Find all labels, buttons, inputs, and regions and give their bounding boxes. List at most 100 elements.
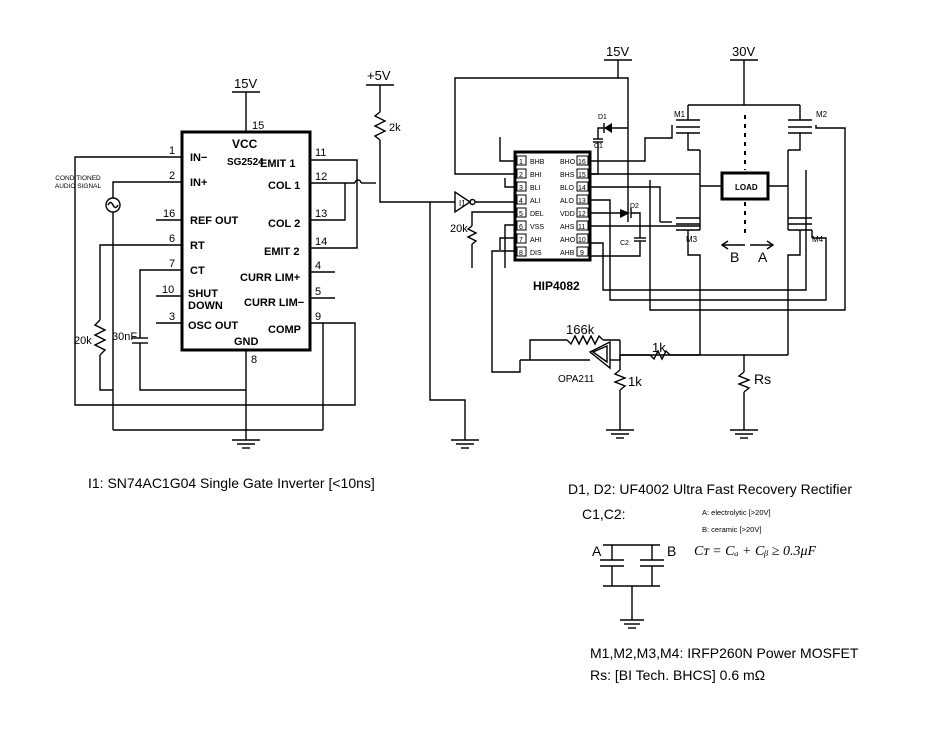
label-inverter: I1 (459, 199, 466, 208)
label-cap-a: A (592, 543, 602, 559)
sg-right-pin-label: CURR LIM− (244, 297, 304, 309)
svg-text:1: 1 (519, 159, 523, 166)
svg-text:15: 15 (578, 172, 586, 179)
svg-text:2: 2 (519, 172, 523, 179)
svg-text:BLI: BLI (530, 185, 541, 192)
label-load: LOAD (735, 183, 758, 192)
svg-text:16: 16 (578, 159, 586, 166)
svg-text:5: 5 (519, 211, 523, 218)
label-r-20k-b: 20k (450, 223, 468, 235)
sg-right-pin-label: CURR LIM+ (240, 272, 300, 284)
sg-vcc-label: VCC (232, 137, 258, 151)
sg-left-pin-label: OSC OUT (188, 320, 238, 332)
sg-left-pin-label: RT (190, 240, 205, 252)
svg-text:VDD: VDD (560, 211, 575, 218)
resistor-166k (566, 334, 604, 346)
svg-text:ALI: ALI (530, 198, 541, 205)
label-r-2k: 2k (389, 122, 401, 134)
diode-d1 (604, 123, 612, 133)
sg-pin-top: 15 (252, 120, 264, 132)
sg-right-pin-label: EMIT 2 (264, 246, 299, 258)
label-r-1k-b: 1k (628, 374, 642, 389)
sg-right-pin-label: COL 1 (268, 180, 300, 192)
sg-right-pin-num: 9 (315, 311, 321, 323)
sg-right-pin-num: 4 (315, 260, 321, 272)
logic-input-stage: +5V 2k I1 (366, 68, 515, 449)
note-rs: Rs: [BI Tech. BHCS] 0.6 mΩ (590, 667, 766, 683)
svg-text:AHB: AHB (560, 250, 575, 257)
label-m3: M3 (686, 235, 698, 244)
label-hip-supply: 15V (606, 44, 629, 59)
label-opamp: OPA211 (558, 374, 595, 385)
svg-text:BHS: BHS (560, 172, 575, 179)
svg-text:7: 7 (519, 237, 523, 244)
note-mosfets: M1,M2,M3,M4: IRFP260N Power MOSFET (590, 645, 859, 661)
sg-right-pin-label: EMIT 1 (260, 158, 295, 170)
sg-right-pin-num: 14 (315, 236, 327, 248)
sg2524-body (180, 130, 312, 352)
sg-left-pin-num: 2 (169, 170, 175, 182)
sg-vcc-supply: 15V (234, 76, 257, 91)
note-caps: C1,C2: (582, 506, 626, 522)
hip-name: HIP4082 (533, 279, 580, 293)
sg-right-pin-num: 13 (315, 208, 327, 220)
sg-left-pins: 1 IN− 2 IN+ 16 REF OUT 6 RT 7 CT 10 SHUT… (156, 145, 239, 332)
sg-right-pin-num: 12 (315, 171, 327, 183)
label-m4: M4 (812, 235, 824, 244)
svg-text:DEL: DEL (530, 211, 544, 218)
label-c-30nf: 30nF (112, 331, 137, 343)
note-cap-b: B: ceramic [>20V] (702, 525, 762, 534)
resistor-20k-del (466, 225, 478, 245)
hip-left-wiring: 20k (450, 60, 619, 373)
sg-pin-bottom: 8 (251, 354, 257, 366)
sg-left-pin-num: 7 (169, 258, 175, 270)
sg-left-wiring: 20k 30nF CONDITIONED AUDIO SIGNAL (54, 156, 356, 449)
sg-left-pin-label: SHUT DOWN (188, 288, 223, 312)
svg-text:6: 6 (519, 224, 523, 231)
resistor-rs (737, 371, 751, 393)
hip-right-wiring (590, 127, 846, 311)
label-rs: Rs (754, 371, 771, 387)
h-bridge: 30V M1 M2 LOAD M3 (620, 44, 830, 439)
sg-left-pin-label: REF OUT (190, 215, 239, 227)
label-audio-signal: CONDITIONED AUDIO SIGNAL (54, 175, 102, 190)
load-box (720, 171, 770, 201)
svg-text:3: 3 (519, 185, 523, 192)
label-r-20k-a: 20k (74, 335, 92, 347)
svg-text:4: 4 (519, 198, 523, 205)
sg-left-pin-num: 6 (169, 233, 175, 245)
svg-text:9: 9 (580, 250, 584, 257)
cap-ab-diagram: A B (592, 543, 676, 629)
label-cap-b: B (667, 543, 676, 559)
sg-left-pin-num: 10 (162, 284, 174, 296)
sg-right-pins: 11 EMIT 1 12 COL 1 13 COL 2 14 EMIT 2 4 … (240, 147, 335, 336)
diode-d2 (620, 209, 630, 218)
label-m1: M1 (674, 110, 686, 119)
svg-text:12: 12 (578, 211, 586, 218)
resistor-2k (373, 111, 387, 141)
label-bus-supply: 30V (732, 44, 755, 59)
svg-text:8: 8 (519, 250, 523, 257)
label-d2: D2 (630, 203, 639, 210)
sg-right-pin-num: 5 (315, 286, 321, 298)
svg-text:ALO: ALO (560, 198, 575, 205)
sg2524-chip: 15V 15 VCC SG2524 GND 8 1 IN− 2 IN+ 16 R… (156, 76, 335, 440)
svg-text:AHO: AHO (560, 237, 576, 244)
sg-name: SG2524 (227, 157, 264, 168)
sg-right-pin-label: COL 2 (268, 218, 300, 230)
note-formula: Cᴛ = Cₐ + Cᵦ ≥ 0.3μF (694, 544, 817, 559)
svg-text:AHI: AHI (530, 237, 542, 244)
sg-right-pin-num: 11 (315, 147, 326, 159)
resistor-20k-rt (93, 319, 107, 356)
label-r-166k: 166k (566, 322, 595, 337)
label-dir-a: A (758, 249, 768, 265)
sg-left-pin-label: IN+ (190, 177, 207, 189)
label-r-1k-a: 1k (652, 340, 666, 355)
sg-left-pin-label: IN− (190, 152, 207, 164)
svg-text:AHS: AHS (560, 224, 575, 231)
inverter-i1 (454, 190, 472, 214)
current-sense: 1k 1k 166k OPA211 (520, 322, 700, 439)
svg-text:13: 13 (578, 198, 586, 205)
